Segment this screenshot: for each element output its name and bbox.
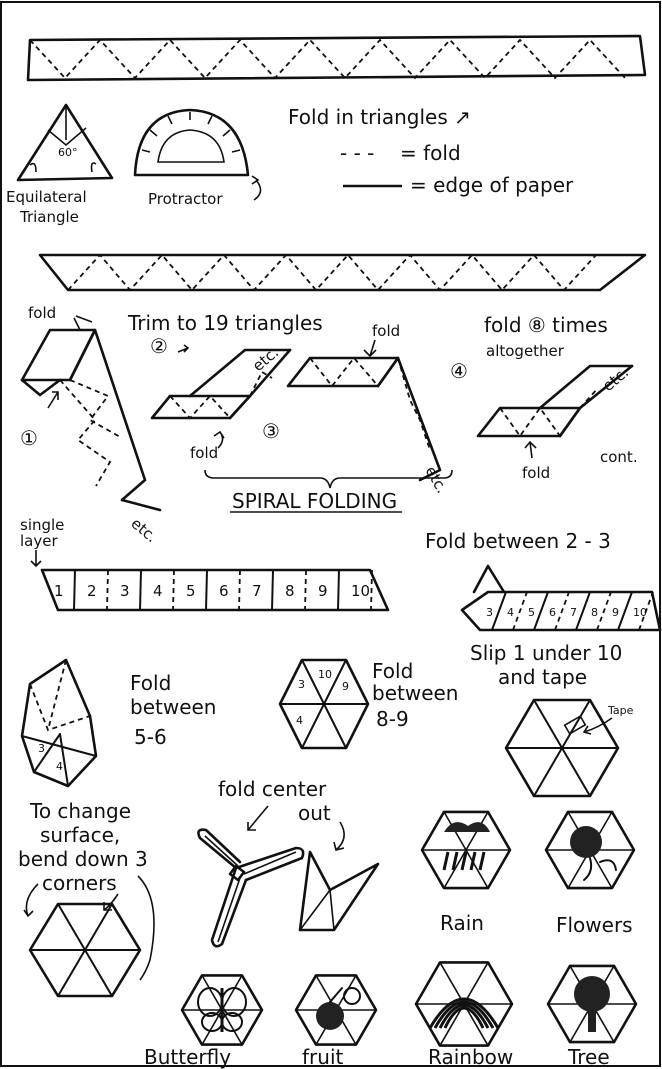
strip-number-4: 4 [153, 582, 163, 600]
fold-56-l3: 5-6 [134, 725, 167, 749]
hexagon-stage-1: 3 4 Fold between 5-6 [22, 660, 216, 786]
fold-89-l1: Fold [372, 659, 413, 683]
strip-number-5: 5 [186, 582, 196, 600]
strip-triangles: 1 2 3 4 5 6 7 8 9 10 [54, 570, 372, 610]
hex1-num-a: 3 [38, 742, 45, 755]
step-3-etc: etc. [422, 463, 452, 496]
equilateral-triangle-drawing: 60° Equilateral Triangle [6, 105, 112, 226]
surface-tree: Tree [548, 966, 636, 1069]
hex2-num-9: 9 [342, 680, 349, 693]
surface-label-rainbow: Rainbow [428, 1045, 513, 1069]
surface-label-butterfly: Butterfly [144, 1045, 231, 1069]
strip-number-10: 10 [351, 582, 370, 600]
right-strip-number-4: 4 [507, 606, 514, 619]
right-strip-triangles: 3 4 5 6 7 8 9 10 [486, 592, 653, 630]
edge-legend-label: = edge of paper [410, 173, 574, 197]
surface-label-flowers: Flowers [556, 913, 633, 937]
hexagon-taped: Slip 1 under 10 and tape Tape [470, 641, 634, 796]
step-2: ② etc. fold ③ [150, 334, 290, 462]
fold-symbol: - - - [340, 141, 374, 165]
surface-label-fruit: fruit [302, 1045, 343, 1069]
center-l2: out [298, 801, 331, 825]
fold-times-label: fold ⑧ times [484, 313, 608, 337]
right-strip-number-3: 3 [486, 606, 493, 619]
right-strip-number-7: 7 [570, 606, 577, 619]
trim-label: Trim to 19 triangles [127, 311, 323, 335]
step-2-number: ② [150, 334, 168, 358]
surface-rainbow: Rainbow [416, 962, 513, 1069]
strip-number-8: 8 [285, 582, 295, 600]
fold-56-l2: between [130, 695, 216, 719]
change-l4: corners [42, 871, 117, 895]
spiral-folding-label: SPIRAL FOLDING [232, 489, 397, 513]
step-1: fold ① etc. [20, 304, 161, 546]
angle-label: 60° [58, 146, 78, 159]
hexagon-stage-2: 3 10 9 4 Fold between 8-9 [280, 659, 458, 748]
top-strip [28, 36, 645, 80]
layer-label: layer [20, 532, 58, 550]
fold-label-top: fold [28, 304, 56, 322]
fold-56-l1: Fold [130, 671, 171, 695]
center-l1: fold center [218, 777, 327, 801]
altogether-label: altogether [486, 342, 565, 360]
surface-butterfly: Butterfly [144, 975, 262, 1069]
strip-number-6: 6 [219, 582, 229, 600]
step-4: fold ⑧ times altogether etc. fold cont. [478, 313, 638, 482]
and-tape-label: and tape [498, 665, 587, 689]
surface-label-tree: Tree [567, 1045, 610, 1069]
step-3-number: ③ [262, 419, 280, 443]
fold-label-step3: fold [372, 322, 400, 340]
surface-rain: Rain [422, 812, 510, 935]
spiral-folding-title: SPIRAL FOLDING [205, 470, 452, 513]
tape-label: Tape [607, 704, 634, 717]
right-strip-number-6: 6 [549, 606, 556, 619]
fold-89-l3: 8-9 [376, 707, 409, 731]
equilateral-label: Equilateral [6, 188, 87, 206]
step-4-number: ④ [450, 359, 468, 383]
strip-number-3: 3 [120, 582, 130, 600]
change-l2: surface, [40, 823, 120, 847]
hex2-num-3: 3 [298, 678, 305, 691]
strip-number-2: 2 [87, 582, 97, 600]
hex2-num-4: 4 [296, 714, 303, 727]
fold-center-out: fold center out [198, 777, 378, 946]
fold-between-23-label: Fold between 2 - 3 [425, 529, 611, 553]
hex1-num-b: 4 [56, 760, 63, 773]
right-strip-number-10: 10 [633, 606, 647, 619]
fold-between-23: Fold between 2 - 3 3 4 5 6 7 8 9 10 [425, 529, 660, 630]
fold-legend-label: = fold [400, 141, 461, 165]
cont-label: cont. [600, 448, 638, 466]
legend: Fold in triangles ↗ - - - = fold = edge … [288, 105, 574, 197]
surface-flowers: Flowers [546, 812, 634, 937]
fold-label-step2: fold [190, 444, 218, 462]
hex2-num-10: 10 [318, 668, 332, 681]
fold-in-triangles-label: Fold in triangles ↗ [288, 105, 471, 129]
triangle-label: Triangle [19, 208, 79, 226]
strip-number-7: 7 [252, 582, 262, 600]
fold-89-l2: between [372, 681, 458, 705]
change-l3: bend down 3 [18, 847, 148, 871]
surface-label-rain: Rain [440, 911, 484, 935]
step-2-etc: etc. [249, 343, 282, 375]
step-1-number: ① [20, 426, 38, 450]
slip-label: Slip 1 under 10 [470, 641, 622, 665]
right-strip-number-9: 9 [612, 606, 619, 619]
strip-number-1: 1 [54, 582, 64, 600]
fold-label-step4: fold [522, 464, 550, 482]
right-strip-number-8: 8 [591, 606, 598, 619]
protractor-drawing: Protractor [135, 110, 261, 208]
protractor-label: Protractor [148, 190, 223, 208]
change-surface: To change surface, bend down 3 corners [18, 799, 154, 996]
step-3: fold etc. ④ [288, 322, 468, 496]
strip-number-9: 9 [318, 582, 328, 600]
surface-fruit: fruit [296, 975, 376, 1069]
right-strip-number-5: 5 [528, 606, 535, 619]
change-l1: To change [29, 799, 131, 823]
step-1-etc: etc. [127, 514, 160, 546]
